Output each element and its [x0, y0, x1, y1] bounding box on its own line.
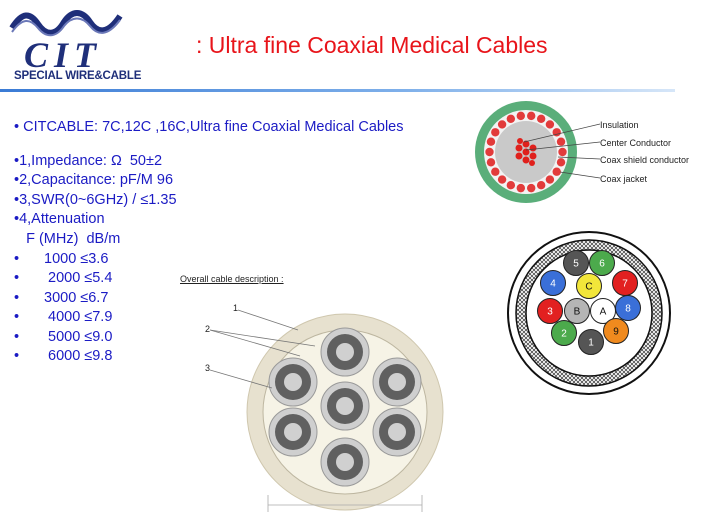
shield-strand — [536, 181, 546, 190]
label-coax-shield: Coax shield conductor — [600, 155, 690, 165]
overall-cable-figure — [209, 309, 444, 512]
spec-impedance: •1,Impedance: Ω 50±2 — [14, 153, 163, 169]
shield-strand — [536, 114, 546, 123]
shield-strand — [526, 183, 536, 193]
core-B: B — [564, 298, 590, 324]
shield-strand — [497, 120, 507, 129]
coax-leader-lines — [523, 123, 601, 179]
header-divider — [0, 89, 675, 92]
wave-logo-icon — [9, 10, 123, 37]
svg-text:6: 6 — [599, 259, 605, 270]
core-C: C — [576, 273, 602, 299]
label-insulation: Insulation — [600, 120, 639, 130]
callout-1: 1 — [233, 303, 239, 313]
coax-shield-conductor — [485, 111, 567, 193]
svg-text:C: C — [585, 282, 592, 293]
callout-3: 3 — [205, 363, 211, 373]
logo-tagline: SPECIAL WIRE&CABLE — [14, 70, 142, 82]
shield-strand — [545, 120, 555, 129]
core-9: 9 — [603, 318, 629, 344]
shield-strand — [526, 111, 536, 121]
core-3: 3 — [537, 298, 563, 324]
spec-attenuation-header: F (MHz) dB/m — [14, 230, 121, 247]
core-2: 2 — [551, 320, 577, 346]
company-logo: CIT SPECIAL WIRE&CABLE — [8, 6, 142, 84]
shield-strand — [506, 114, 516, 123]
shield-strand — [552, 128, 561, 137]
shield-strand — [497, 175, 507, 184]
shield-strand — [556, 137, 566, 146]
core-4: 4 — [540, 270, 566, 296]
svg-text:3: 3 — [547, 307, 553, 318]
svg-text:B: B — [574, 307, 581, 318]
svg-text:A: A — [600, 307, 607, 318]
logo-letters: CIT — [24, 35, 103, 75]
core-7: 7 — [612, 270, 638, 296]
shield-strand — [558, 147, 567, 157]
core-6: 6 — [589, 250, 615, 276]
cable-cross-section: 5 6 4 C 7 3 B A 8 2 9 1 — [507, 231, 671, 395]
shield-strand — [491, 128, 500, 137]
shield-strand — [556, 158, 566, 167]
page-title: : Ultra fine Coaxial Medical Cables — [196, 32, 548, 58]
svg-text:9: 9 — [613, 327, 619, 338]
shield-strand — [516, 183, 526, 193]
shield-strand — [516, 111, 526, 121]
coax-cores — [268, 327, 422, 487]
core-8: 8 — [615, 295, 641, 321]
svg-text:4: 4 — [550, 279, 556, 290]
svg-text:8: 8 — [625, 304, 631, 315]
spec-capacitance: •2,Capacitance: pF/M 96 — [14, 172, 174, 189]
shield-strand — [506, 181, 516, 190]
shield-strand — [486, 158, 496, 167]
overall-cable-caption: Overall cable description : — [180, 274, 284, 284]
spec-attenuation: •4,Attenuation — [14, 211, 105, 228]
callout-2: 2 — [205, 324, 211, 334]
svg-text:7: 7 — [622, 279, 628, 290]
svg-text:5: 5 — [573, 259, 579, 270]
core-1: 1 — [578, 329, 604, 355]
shield-strand — [491, 167, 500, 176]
svg-text:1: 1 — [588, 338, 594, 349]
svg-text:2: 2 — [561, 329, 567, 340]
label-coax-jacket: Coax jacket — [600, 174, 648, 184]
shield-strand — [485, 147, 494, 157]
label-center-conductor: Center Conductor — [600, 138, 672, 148]
shield-strand — [486, 137, 496, 146]
spec-swr: •3,SWR(0~6GHz) / ≤1.35 — [14, 191, 177, 208]
intro-line: • CITCABLE: 7C,12C ,16C,Ultra fine Coaxi… — [14, 119, 404, 135]
spec-list: •1,Impedance: Ω 50±2 •2,Capacitance: pF/… — [14, 152, 177, 249]
core-5: 5 — [563, 250, 589, 276]
shield-strand — [545, 175, 555, 184]
shield-strand — [552, 167, 561, 176]
